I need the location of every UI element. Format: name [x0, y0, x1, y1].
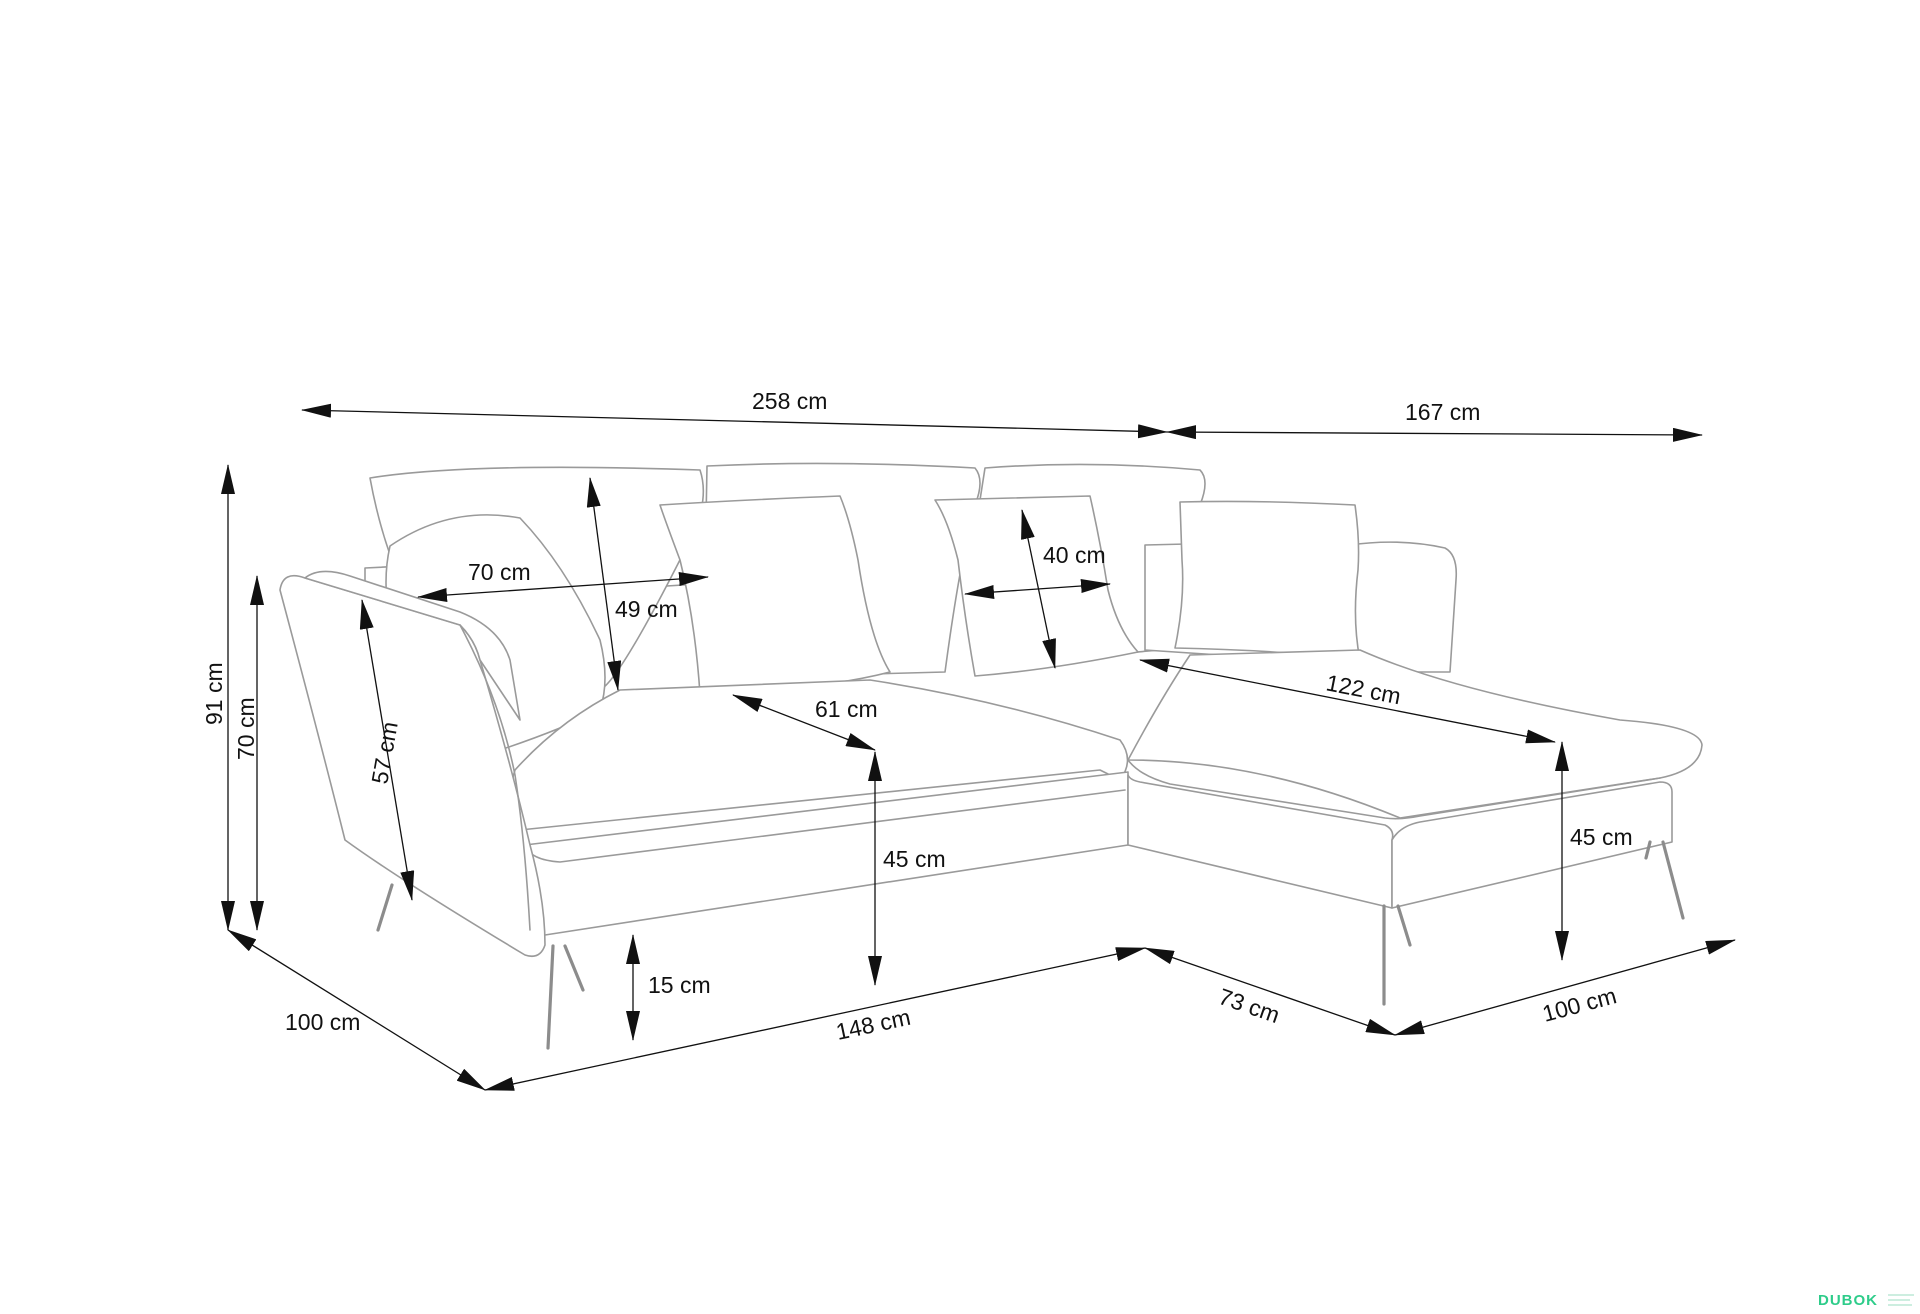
chaise-base-front	[1391, 781, 1673, 909]
leg-front-left-b	[563, 944, 585, 992]
label-chaise-front: 73 cm	[1215, 983, 1283, 1028]
leg-front-chaise-b	[1396, 904, 1412, 947]
label-seat-height: 45 cm	[883, 846, 946, 872]
label-total-height: 91 cm	[201, 662, 227, 725]
brand-logo: DUBOK	[1818, 1292, 1878, 1309]
label-chaise-width: 167 cm	[1405, 399, 1480, 425]
arrow-chaise-length	[1139, 658, 1556, 744]
arrow-cushion-height	[586, 477, 622, 691]
leg-right-chaise-b	[1644, 840, 1652, 860]
chaise-front-edge	[1127, 759, 1661, 820]
leg-back-left	[376, 883, 394, 932]
arrow-sofa-length	[484, 947, 1146, 1091]
label-total-width: 258 cm	[752, 388, 827, 414]
arrow-chaise-width	[1166, 425, 1703, 442]
sofa-outline	[279, 462, 1703, 958]
label-seat-depth: 61 cm	[815, 696, 878, 722]
chaise-armrest	[1349, 541, 1458, 673]
leg-front-left	[546, 944, 555, 1050]
arrow-chaise-front	[1144, 947, 1396, 1036]
label-small-cushion: 40 cm	[1043, 542, 1106, 568]
arrow-small-cushion-height	[1021, 509, 1056, 669]
label-armrest-height: 70 cm	[233, 697, 259, 760]
arrow-sofa-depth	[227, 929, 486, 1091]
label-leg-height: 15 cm	[648, 972, 711, 998]
arrow-cushion-width	[417, 572, 709, 602]
brand-logo-mark-3	[1888, 1304, 1912, 1306]
brand-logo-mark	[1888, 1294, 1914, 1296]
label-sofa-length: 148 cm	[834, 1004, 913, 1045]
pillow-right	[1174, 500, 1361, 661]
label-cushion-width: 70 cm	[468, 559, 531, 585]
leg-right-chaise	[1661, 840, 1685, 920]
label-cushion-height: 49 cm	[615, 596, 678, 622]
arrow-seat-depth	[732, 694, 876, 751]
label-chaise-depth: 100 cm	[1540, 982, 1620, 1027]
label-sofa-depth: 100 cm	[285, 1009, 360, 1035]
dimension-arrows	[221, 403, 1736, 1091]
arrow-total-width	[301, 403, 1168, 439]
brand-logo-mark-2	[1888, 1299, 1910, 1301]
arrow-chaise-depth	[1394, 939, 1736, 1036]
arrow-armrest-length	[359, 599, 415, 901]
label-chaise-seat-height: 45 cm	[1570, 824, 1633, 850]
left-armrest-inner	[459, 624, 531, 931]
brand-watermark: DUBOK	[1818, 1292, 1914, 1309]
